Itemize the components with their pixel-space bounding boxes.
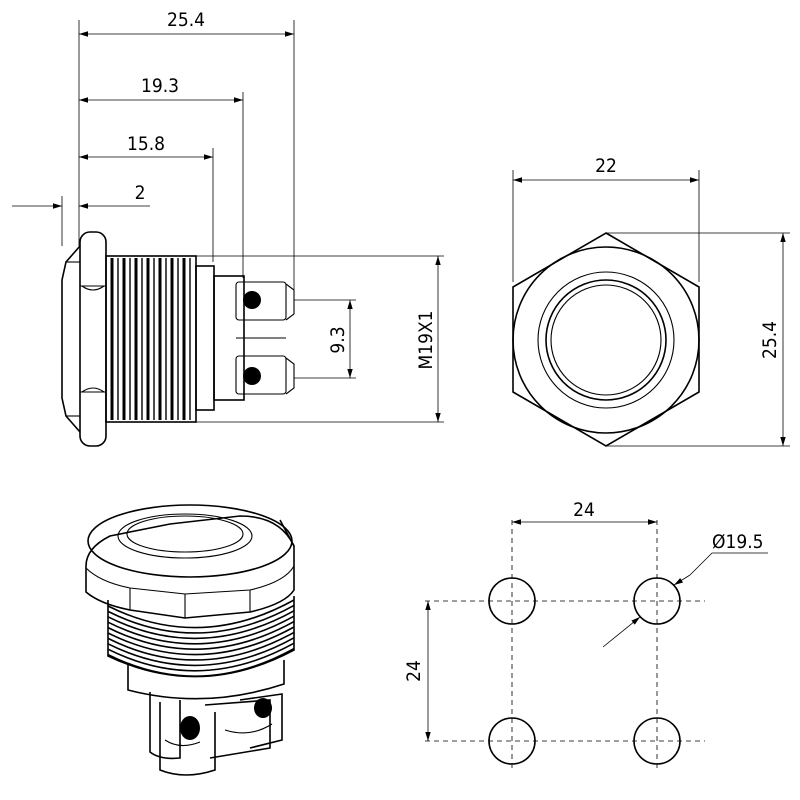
iso-terminal-screw-icon: [254, 698, 272, 718]
iso-actuator-face: [126, 515, 244, 553]
iso-threads: [107, 599, 295, 677]
iso-thread-line: [107, 626, 295, 656]
iso-terminal-block: [149, 692, 283, 776]
iso-thread-line: [107, 642, 295, 672]
actuator-inner: [550, 284, 662, 396]
terminal-block: [213, 275, 295, 401]
hex-nut-side: [79, 231, 107, 447]
iso-terminal-screw-icon: [180, 716, 200, 740]
mounting-hole: [488, 717, 536, 765]
bezel-flange: [61, 245, 81, 433]
iso-thread-line: [107, 631, 295, 661]
iso-thread-line: [107, 620, 295, 650]
dim-leader-diameter: [689, 552, 713, 576]
dim-thread-length: 15.8: [127, 133, 165, 155]
terminal-screw-icon: [243, 367, 261, 385]
iso-thread-line: [107, 604, 295, 634]
dim-to-body-end: 19.3: [141, 75, 179, 97]
dim-hole-diameter: Ø19.5: [712, 531, 764, 553]
iso-hex-nut: [85, 515, 295, 619]
mounting-hole: [633, 577, 681, 625]
bezel-outer-ring: [512, 246, 700, 434]
threaded-body: [105, 255, 197, 423]
iso-thread-line: [107, 637, 295, 667]
front-view: 22 25.4: [512, 155, 790, 447]
side-view: 25.4 19.3 15.8 2: [12, 9, 444, 447]
dim-terminal-spacing: 9.3: [327, 326, 349, 353]
mounting-hole: [488, 577, 536, 625]
bezel-ring: [537, 271, 675, 409]
mounting-hole: [633, 717, 681, 765]
dim-horizontal-spacing: 24: [573, 499, 595, 521]
actuator-face: [545, 279, 667, 401]
iso-thread-line: [107, 610, 295, 640]
dim-hex-corners: 25.4: [759, 321, 781, 359]
dim-flange: 2: [135, 182, 146, 204]
dim-hex-flats: 22: [595, 155, 617, 177]
iso-thread-line: [107, 615, 295, 645]
isometric-view: [85, 504, 295, 776]
terminal-screw-icon: [243, 291, 261, 309]
iso-rear-housing: [127, 660, 285, 700]
dim-overall-length: 25.4: [167, 9, 205, 31]
mounting-view: 24 24 Ø19.5: [403, 499, 768, 770]
dim-thread-spec: M19X1: [415, 310, 437, 369]
dim-vertical-spacing: 24: [403, 660, 425, 682]
hex-nut-front: [512, 232, 700, 447]
iso-actuator: [117, 513, 253, 559]
iso-thread-line: [107, 599, 295, 629]
iso-bezel: [87, 504, 293, 578]
rear-housing: [195, 265, 215, 411]
iso-thread-line: [107, 647, 295, 677]
